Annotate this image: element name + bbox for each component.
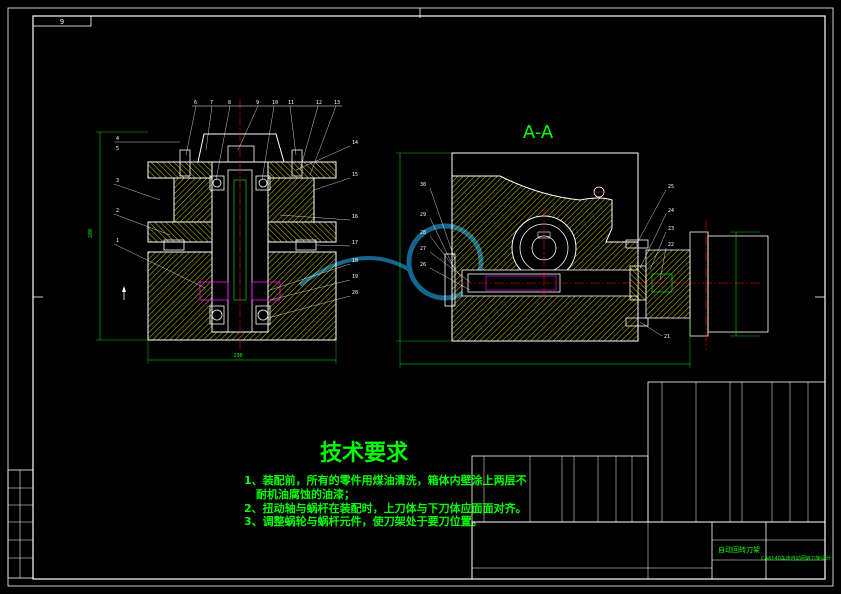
callout-24: 24 — [668, 208, 674, 214]
section-label: A-A — [523, 122, 554, 143]
callout-14: 14 — [352, 140, 358, 146]
tech-requirement-line-1: 1、装配前，所有的零件用煤油清洗，箱体内壁涂上两层不 — [244, 473, 527, 487]
callout-16: 16 — [352, 214, 358, 220]
callout-27: 27 — [420, 246, 426, 252]
callout-1: 1 — [116, 238, 119, 244]
title-block: 自动回转刀架 CA6140车床自动回转刀架设计 — [471, 521, 831, 580]
callout-25: 25 — [668, 184, 674, 190]
callout-21: 21 — [664, 334, 670, 340]
callout-8: 8 — [228, 100, 231, 106]
callout-5: 5 — [116, 146, 119, 152]
callout-12: 12 — [316, 100, 322, 106]
tech-requirement-line-4: 3、调整蜗轮与蜗杆元件，使刀架处于要刀位置。 — [244, 514, 483, 528]
callout-9: 9 — [256, 100, 259, 106]
sheet-number: 9 — [60, 18, 64, 26]
callout-11: 11 — [288, 100, 294, 106]
callout-2: 2 — [116, 208, 119, 214]
section-view-aa — [396, 152, 769, 368]
callout-22: 22 — [668, 242, 674, 248]
callout-10: 10 — [272, 100, 278, 106]
parts-list-right — [647, 381, 826, 523]
technical-requirements: 技术要求 1、装配前，所有的零件用煤油清洗，箱体内壁涂上两层不 耐机油腐蚀的油漆… — [244, 441, 527, 528]
callouts-right: 14 15 16 17 18 19 20 — [267, 140, 358, 319]
svg-text:200: 200 — [233, 353, 242, 359]
product-name: CA6140车床自动回转刀架设计 — [761, 555, 831, 562]
tech-requirements-title: 技术要求 — [320, 441, 408, 466]
left-margin-strip — [7, 469, 34, 579]
callout-3: 3 — [116, 178, 119, 184]
callout-17: 17 — [352, 240, 358, 246]
callout-26: 26 — [420, 262, 426, 268]
callout-23: 23 — [668, 226, 674, 232]
callout-20: 20 — [352, 290, 358, 296]
tech-requirement-line-3: 2、扭动轴与蜗杆在装配时，上刀体与下刀体应面面对齐。 — [244, 501, 527, 515]
drawing-name: 自动回转刀架 — [718, 545, 760, 554]
tech-requirement-line-2: 耐机油腐蚀的油漆； — [256, 487, 355, 501]
callouts-top: 6 7 8 9 10 11 12 13 — [185, 100, 342, 181]
front-section-view: 280 200 — [88, 100, 337, 364]
svg-text:280: 280 — [88, 229, 94, 238]
callouts-section-left: 30 29 28 27 26 — [420, 182, 471, 291]
callout-7: 7 — [210, 100, 213, 106]
callout-6: 6 — [194, 100, 197, 106]
callout-13: 13 — [334, 100, 340, 106]
callouts-section-right: 25 24 23 22 21 — [635, 184, 674, 340]
callout-28: 28 — [420, 230, 426, 236]
sheet-frame: 9 — [7, 7, 834, 587]
callout-15: 15 — [352, 172, 358, 178]
callout-30: 30 — [420, 182, 426, 188]
callout-4: 4 — [116, 136, 119, 142]
callout-18: 18 — [352, 258, 358, 264]
callout-29: 29 — [420, 212, 426, 218]
callout-19: 19 — [352, 274, 358, 280]
callouts-left: 4 5 3 2 1 — [113, 136, 206, 289]
